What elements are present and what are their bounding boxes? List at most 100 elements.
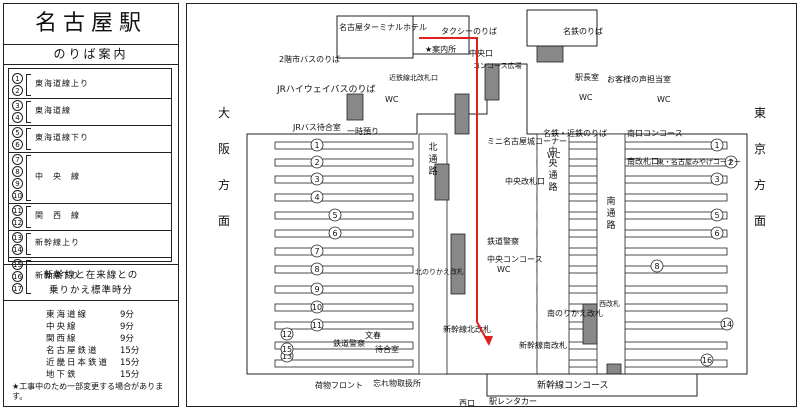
map-label-terminal-hotel: 名古屋ターミナルホテル xyxy=(339,22,427,32)
platform-number-circle xyxy=(310,190,324,204)
construction-note: ★工事中のため一部変更する場合があります。 xyxy=(12,382,164,401)
platform-number: 5 xyxy=(12,127,23,138)
map-label-south-concourse: 南口コンコース xyxy=(627,128,683,138)
brace xyxy=(26,260,31,294)
route-arrow xyxy=(485,336,493,346)
platform-number-circle xyxy=(650,259,664,273)
building-block xyxy=(582,303,598,345)
platform-number: 14 xyxy=(722,320,732,329)
north-passage-label: 通 xyxy=(428,154,437,165)
transfer-line: 中央線 xyxy=(46,322,78,332)
central-passage-label: 通 xyxy=(548,170,557,181)
platform-number: 7 xyxy=(314,247,319,256)
map-label-luggage-front: 荷物フロント xyxy=(315,380,363,390)
platform-number-circle xyxy=(310,318,324,332)
map-label-station-hotel: 駅長室 xyxy=(575,72,599,82)
building-block xyxy=(450,233,466,295)
divider xyxy=(4,264,178,265)
platform-number: 8 xyxy=(654,262,659,271)
platform-number: 11 xyxy=(12,205,23,216)
direction-char: 方 xyxy=(753,178,766,192)
platform-number-circle xyxy=(710,208,724,222)
platform-number-circle xyxy=(310,282,324,296)
platform-number-circle xyxy=(310,138,324,152)
platform-number: 2 xyxy=(12,85,23,96)
platform-number: 8 xyxy=(314,265,319,274)
transfer-title-line: 新幹線と在来線との xyxy=(43,270,139,281)
platform-number: 5 xyxy=(714,211,719,220)
platform-number: 4 xyxy=(314,193,319,202)
platform-number-circle xyxy=(310,262,324,276)
map-label-rail-police2: 鉄道警察 xyxy=(333,338,365,348)
map-label-nagoya-castle: ミニ名古屋城コーナー xyxy=(487,136,567,146)
platform-number: 8 xyxy=(12,166,23,177)
platform-number: 10 xyxy=(12,190,23,201)
wc-label: WC xyxy=(497,265,511,274)
platform-number-circle xyxy=(280,327,294,341)
station-title: 名古屋駅 xyxy=(4,4,178,45)
meitetsu-building xyxy=(526,9,598,47)
central-passage-label: 中 xyxy=(548,145,557,157)
transfer-time: 9分 xyxy=(120,310,134,320)
platform-number-circle xyxy=(710,172,724,186)
map-label-rail-police: 鉄道警察 xyxy=(487,236,519,246)
platform-left xyxy=(274,175,414,184)
brace xyxy=(26,74,31,96)
transfer-time: 9分 xyxy=(120,322,134,332)
direction-char: 方 xyxy=(217,178,230,192)
direction-char: 大 xyxy=(217,106,230,120)
map-label-shinkansen-north: 新幹線北改札 xyxy=(443,324,491,334)
platform-number: 1 xyxy=(12,73,23,84)
direction-char: 東 xyxy=(753,106,766,120)
central-passage-label: 路 xyxy=(548,181,557,193)
transfer-time: 15分 xyxy=(120,346,140,356)
platform-number: 1 xyxy=(714,141,719,150)
divider xyxy=(9,152,171,153)
map-label-shinkansen-concourse: 新幹線コンコース xyxy=(537,379,609,391)
divider xyxy=(9,230,171,231)
platform-number-circle xyxy=(280,342,294,356)
platform-number: 6 xyxy=(332,229,337,238)
map-label-city-bus: 2階市バスのりば xyxy=(279,54,340,64)
platform-line-name: 東海道線下り xyxy=(35,133,89,142)
platform-number: 5 xyxy=(332,211,337,220)
platform-line-name: 東海道線 xyxy=(35,106,71,115)
direction-char: 京 xyxy=(753,142,766,156)
platform-number: 6 xyxy=(12,139,23,150)
map-label-west-transfer: 西改札 xyxy=(599,299,620,308)
osaka-direction-label: 大阪方面 xyxy=(217,104,231,248)
brace xyxy=(26,233,31,255)
platform-left xyxy=(274,193,414,202)
platform-number: 17 xyxy=(12,283,23,294)
map-label-customer-room: お客様の声担当室 xyxy=(607,74,671,84)
platform-number: 2 xyxy=(728,158,733,167)
platform-number: 7 xyxy=(12,154,23,165)
platform-line-name: 新幹線上り xyxy=(35,238,80,247)
divider xyxy=(9,257,171,258)
platform-number-circle xyxy=(710,226,724,240)
route-line xyxy=(419,37,490,345)
platform-number: 16 xyxy=(12,271,23,282)
brace xyxy=(26,101,31,123)
platform-number: 14 xyxy=(12,244,23,255)
platform-number-circle xyxy=(310,244,324,258)
map-label-south-transfer: 南のりかえ改札 xyxy=(547,308,603,318)
divider xyxy=(9,125,171,126)
transfer-time: 15分 xyxy=(120,358,140,368)
platform-left xyxy=(274,321,414,330)
platform-number: 12 xyxy=(12,217,23,228)
platform-number-circle xyxy=(328,208,342,222)
map-label-north-transfer: 北のりかえ改札 xyxy=(415,267,464,276)
map-label-central-ticket: 中央改札口 xyxy=(505,176,545,186)
platform-number: 9 xyxy=(12,178,23,189)
platform-guide-title: のりば案内 xyxy=(4,44,178,65)
map-label-concourse-plaza: コンコース広場 xyxy=(473,61,522,70)
map-label-central-exit: 中央口 xyxy=(469,48,493,58)
platform-line-name: 関 西 線 xyxy=(35,211,80,220)
platform-left xyxy=(274,229,414,238)
map-label-bunko: 文春 xyxy=(365,330,381,340)
platform-number: 3 xyxy=(12,100,23,111)
platform-number: 12 xyxy=(282,330,292,339)
transfer-line: 近畿日本鉄道 xyxy=(46,358,110,368)
